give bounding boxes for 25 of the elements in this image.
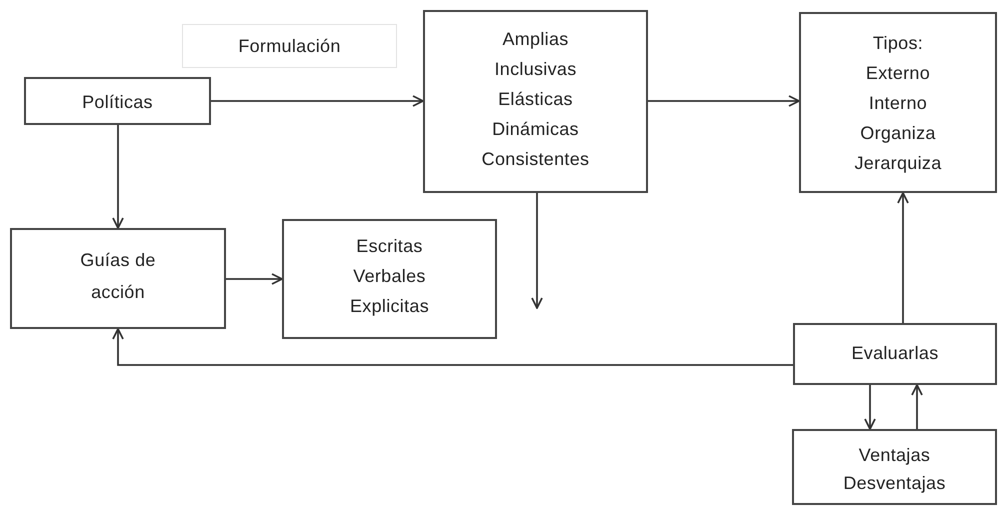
arrow [864, 385, 876, 430]
arrow [911, 384, 923, 429]
arrow [112, 125, 124, 229]
box-label: Tipos: Externo Interno Organiza Jerarquiza [853, 32, 943, 175]
heading-box [182, 24, 397, 68]
process-box [423, 10, 648, 193]
box-label: Políticas [81, 91, 154, 114]
process-box [799, 12, 997, 193]
box-label: Amplias Inclusivas Elásticas Dinámicas Consistentes [480, 28, 590, 171]
box-label: Ventajas Desventajas [842, 444, 947, 495]
box-label: Evaluarlas [850, 342, 940, 365]
box-label: Escritas Verbales Explicitas [348, 235, 430, 318]
arrow [112, 328, 793, 366]
process-box [24, 77, 211, 125]
arrow [897, 192, 909, 323]
process-box [10, 228, 226, 329]
box-label: Guías de acción [79, 249, 157, 304]
process-box [282, 219, 497, 339]
arrow [648, 95, 800, 107]
process-box [792, 429, 997, 505]
arrow [226, 273, 283, 285]
heading: Formulación [237, 35, 342, 58]
process-box [793, 323, 997, 385]
arrow [531, 193, 543, 309]
arrow [211, 95, 424, 107]
